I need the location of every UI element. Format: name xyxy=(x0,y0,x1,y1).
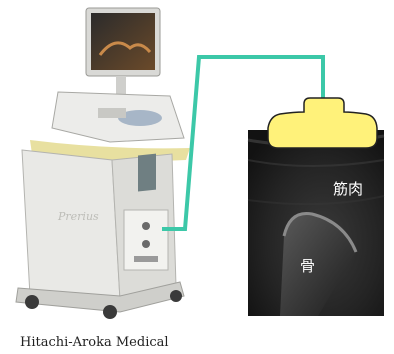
ultrasound-image xyxy=(248,130,384,316)
machine-body xyxy=(22,150,120,300)
wheel-icon xyxy=(170,290,182,302)
ultrasound-machine: Prerius xyxy=(16,8,190,319)
wheel-icon xyxy=(103,305,117,319)
label-bone: 骨 xyxy=(300,255,315,276)
wheel-icon xyxy=(25,295,39,309)
svg-text:Prerius: Prerius xyxy=(57,210,99,223)
label-muscle: 筋肉 xyxy=(333,178,363,199)
monitor-screen xyxy=(91,13,155,70)
ultrasound-probe xyxy=(268,98,377,148)
image-caption: Hitachi-Aroka Medical xyxy=(20,335,169,350)
